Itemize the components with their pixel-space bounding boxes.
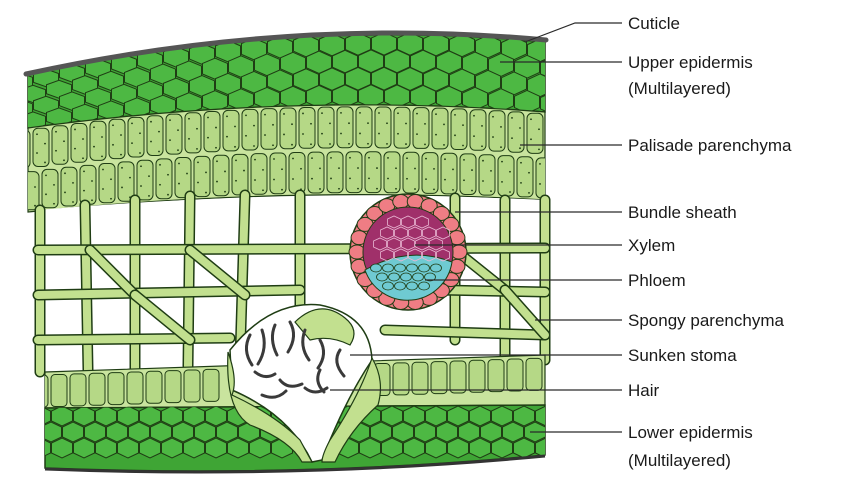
label-upper-epidermis: Upper epidermis xyxy=(628,53,753,72)
label-phloem: Phloem xyxy=(628,271,686,290)
vascular-bundle xyxy=(349,194,467,310)
diagram-labels: Cuticle Upper epidermis (Multilayered) P… xyxy=(628,14,792,470)
label-xylem: Xylem xyxy=(628,236,675,255)
label-sunken-stoma: Sunken stoma xyxy=(628,346,737,365)
label-spongy-parenchyma: Spongy parenchyma xyxy=(628,311,784,330)
label-palisade-parenchyma: Palisade parenchyma xyxy=(628,136,792,155)
label-lower-epidermis: Lower epidermis xyxy=(628,423,753,442)
label-upper-epidermis-note: (Multilayered) xyxy=(628,79,731,98)
label-cuticle: Cuticle xyxy=(628,14,680,33)
label-hair: Hair xyxy=(628,381,660,400)
label-lower-epidermis-note: (Multilayered) xyxy=(628,451,731,470)
label-bundle-sheath: Bundle sheath xyxy=(628,203,737,222)
